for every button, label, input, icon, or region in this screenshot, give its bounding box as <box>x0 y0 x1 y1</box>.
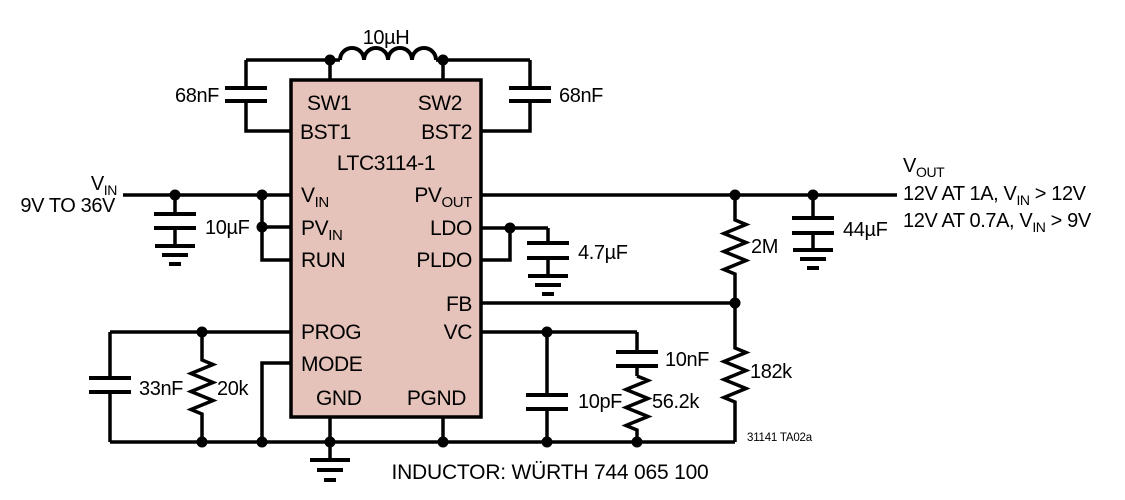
capacitor-vc-10nf <box>616 350 658 368</box>
capacitor-bst2-68nf <box>509 86 551 103</box>
wire-ldo-pldo-tie <box>481 226 548 262</box>
ground-symbols <box>155 244 833 482</box>
junction-dot <box>256 221 268 233</box>
bst1-cap-label: 68nF <box>175 85 219 107</box>
pin-label-sw1: SW1 <box>307 92 351 115</box>
capacitor-bst1-68nf <box>225 86 267 103</box>
pin-label-vc: VC <box>444 321 473 344</box>
resistors <box>186 195 751 442</box>
wire-bst1-branch <box>244 60 291 133</box>
pin-label-pldo: PLDO <box>416 249 472 272</box>
junction-dot <box>541 436 553 448</box>
junction-dot <box>324 436 336 448</box>
bst2-cap-label: 68nF <box>559 85 603 107</box>
ground-icon-ldo <box>528 274 568 296</box>
pin-label-pvin: PVIN <box>301 217 342 244</box>
pin-label-run: RUN <box>301 249 345 272</box>
ic-body <box>289 78 483 419</box>
component-labels: 10µH 68nF 68nF 10µF 4.7µF 44µF 2M 182k 3… <box>139 27 888 413</box>
resistor-fb-top-2m <box>719 195 751 303</box>
output-net-label: VOUT <box>903 155 945 180</box>
inductor-note: INDUCTOR: WÜRTH 744 065 100 <box>391 461 708 484</box>
junction-dots <box>169 54 819 448</box>
wire-bst2-branch <box>481 60 532 133</box>
ic-part-number: LTC3114-1 <box>337 152 435 175</box>
inductor-coil <box>338 46 438 61</box>
capacitor-prog-33nf <box>89 376 131 394</box>
ldo-cap-label: 4.7µF <box>578 242 628 264</box>
pin-label-pgnd: PGND <box>407 387 466 410</box>
vc-series-cap-label: 10nF <box>665 349 709 371</box>
capacitor-vc-10pf <box>526 393 568 411</box>
vc-series-resistor-label: 56.2k <box>652 391 700 413</box>
net-labels: VIN 9V TO 36V VOUT 12V AT 1A, VIN > 12V … <box>20 155 1092 235</box>
junction-dot <box>504 222 516 234</box>
junction-dot <box>256 436 268 448</box>
footnotes: INDUCTOR: WÜRTH 744 065 100 31141 TA02a <box>391 432 813 484</box>
ground-icon-input <box>155 244 195 266</box>
inductor <box>338 46 438 61</box>
pin-label-pvout: PVOUT <box>414 184 472 211</box>
fb-top-resistor-label: 2M <box>751 236 778 258</box>
ic-pin-labels: SW1 BST1 LTC3114-1 VIN PVIN RUN PROG MOD… <box>300 92 473 410</box>
output-cap-label: 44µF <box>843 219 888 241</box>
fb-bottom-resistor-label: 182k <box>750 361 793 383</box>
pin-label-fb: FB <box>446 293 472 316</box>
pin-label-gnd: GND <box>316 387 362 410</box>
wire-mode-branch <box>260 361 291 442</box>
input-net-label: VIN <box>91 173 117 198</box>
vc-filter-cap-label: 10pF <box>578 391 622 413</box>
pin-label-mode: MODE <box>301 353 363 376</box>
capacitor-output-44uf <box>792 216 834 235</box>
pin-label-bst1: BST1 <box>300 121 351 144</box>
junction-dot <box>631 436 643 448</box>
pin-label-sw2: SW2 <box>418 92 462 115</box>
junction-dot <box>729 297 741 309</box>
resistor-vc-56k <box>621 374 653 442</box>
junction-dot <box>437 436 449 448</box>
output-spec-line1: 12V AT 1A, VIN > 12V <box>903 183 1087 208</box>
output-spec-line2: 12V AT 0.7A, VIN > 9V <box>903 210 1092 235</box>
input-range-label: 9V TO 36V <box>20 195 116 217</box>
pin-label-bst2: BST2 <box>421 121 472 144</box>
junction-dot <box>324 54 336 66</box>
inductor-value-label: 10µH <box>363 27 410 49</box>
figure-id: 31141 TA02a <box>747 432 813 444</box>
junction-dot <box>541 326 553 338</box>
junction-dot <box>196 436 208 448</box>
prog-resistor-label: 20k <box>217 378 249 400</box>
pin-label-prog: PROG <box>301 321 361 344</box>
resistor-prog-20k <box>186 332 218 442</box>
capacitor-input-10uf <box>154 212 196 230</box>
capacitors <box>89 86 834 411</box>
junction-dot <box>256 189 268 201</box>
prog-cap-label: 33nF <box>139 378 183 400</box>
junction-dot <box>169 189 181 201</box>
resistor-fb-bottom-182k <box>719 303 751 442</box>
input-cap-label: 10µF <box>205 217 250 239</box>
ground-icon-main <box>310 458 350 482</box>
capacitor-ldo-4u7 <box>527 241 569 260</box>
junction-dot <box>196 326 208 338</box>
junction-dot <box>437 54 449 66</box>
junction-dot <box>807 189 819 201</box>
ground-icon-output <box>793 248 833 270</box>
junction-dot <box>729 189 741 201</box>
pin-label-vin: VIN <box>301 184 329 211</box>
pin-label-ldo: LDO <box>430 217 472 240</box>
